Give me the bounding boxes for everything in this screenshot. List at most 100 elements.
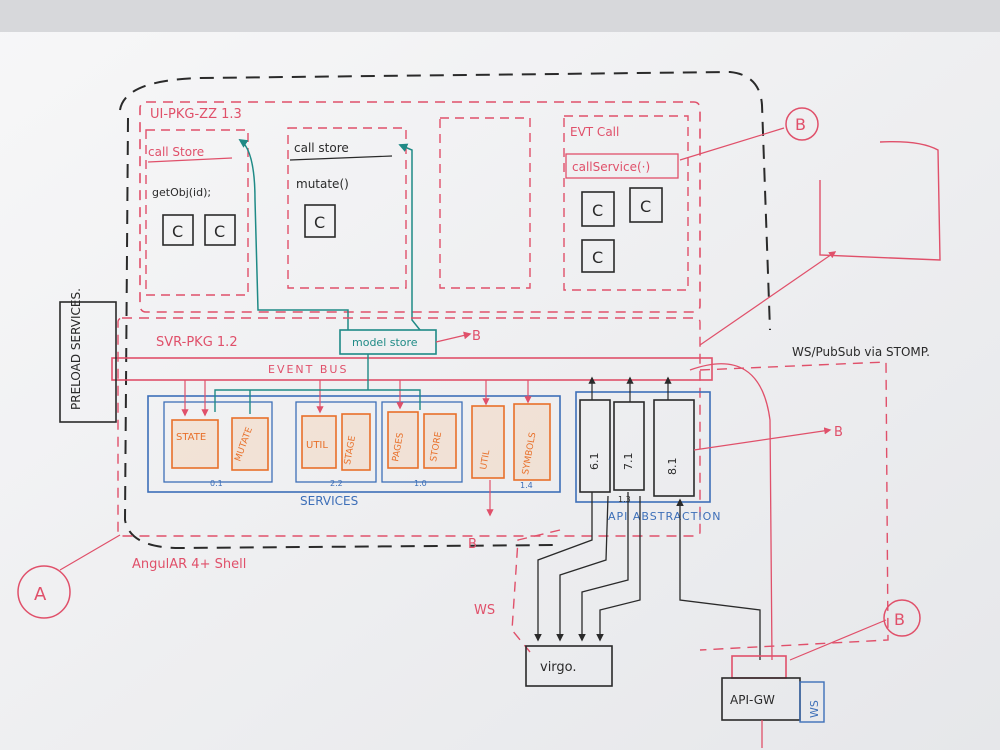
marker-b-circle bbox=[785, 107, 819, 141]
ws-side-box bbox=[799, 681, 825, 723]
ws-link bbox=[689, 363, 773, 661]
service-group-1 bbox=[163, 401, 273, 483]
api-virgo-link bbox=[534, 492, 593, 642]
marker-a-link bbox=[59, 534, 121, 571]
version-label: 1.3 bbox=[618, 495, 631, 504]
api-abstraction-label: API ABSTRACTION bbox=[608, 510, 722, 523]
service-util2-box bbox=[471, 405, 505, 479]
marker-b-small: B bbox=[472, 329, 481, 344]
call-service-label: callService(·) bbox=[572, 160, 650, 174]
angular-shell-label: AngulAR 4+ Shell bbox=[132, 557, 246, 572]
store-link-2 bbox=[398, 143, 421, 331]
component-box bbox=[162, 214, 194, 246]
store-service-links bbox=[214, 354, 421, 414]
service-state-label: STATE bbox=[176, 432, 206, 443]
call-store-label-1: call Store bbox=[148, 145, 204, 159]
version-label: 0.1 bbox=[210, 479, 223, 488]
component-box bbox=[304, 204, 336, 238]
api-gw-label: API-GW bbox=[730, 693, 775, 707]
ws-pubsub-boundary bbox=[699, 361, 889, 651]
component-label: C bbox=[314, 213, 325, 232]
ws-pubsub-label: WS/PubSub via STOMP. bbox=[792, 345, 930, 359]
marker-b-label: B bbox=[894, 610, 905, 629]
services-label: SERVICES bbox=[300, 494, 358, 508]
services-container bbox=[147, 395, 561, 493]
marker-b-circle bbox=[883, 599, 921, 637]
api-virgo-link bbox=[556, 495, 609, 642]
preload-services-label: PRELOAD SERVICES. bbox=[69, 288, 83, 410]
api-module-box bbox=[579, 399, 611, 493]
service-util2-label: UTIL bbox=[479, 449, 492, 470]
api-module-box bbox=[653, 399, 695, 497]
ui-pkg-boundary bbox=[139, 101, 701, 313]
model-store-b-link bbox=[435, 331, 472, 343]
version-label: 2.2 bbox=[330, 479, 343, 488]
service-state-box bbox=[171, 419, 219, 469]
ui-pkg-label: UI-PKG-ZZ 1.3 bbox=[150, 107, 242, 122]
svr-pkg-label: SVR-PKG 1.2 bbox=[156, 335, 238, 350]
api-gateway-link bbox=[676, 498, 761, 660]
ws-left-label: WS bbox=[474, 603, 495, 618]
ui-module-4 bbox=[563, 115, 689, 291]
marker-b-label: B bbox=[795, 115, 806, 134]
service-pages-box bbox=[387, 411, 419, 469]
virgo-label: virgo. bbox=[540, 660, 577, 675]
ui-module-3 bbox=[439, 117, 531, 289]
component-box bbox=[581, 239, 615, 273]
api-virgo-links bbox=[534, 492, 761, 660]
api-virgo-link bbox=[578, 492, 629, 642]
api-virgo-link bbox=[596, 496, 641, 642]
component-box bbox=[581, 191, 615, 227]
service-symbols-box bbox=[513, 403, 551, 481]
component-box bbox=[629, 187, 663, 223]
call-store-underline-2 bbox=[289, 155, 393, 161]
ws-region-boundary bbox=[511, 529, 561, 653]
virgo-box bbox=[525, 645, 613, 687]
board-top-edge bbox=[0, 0, 1000, 32]
client-link bbox=[699, 251, 837, 346]
marker-b-small: B bbox=[468, 537, 477, 552]
service-store-box bbox=[423, 413, 457, 469]
service-group-2 bbox=[295, 401, 377, 483]
marker-b-small: B bbox=[834, 425, 843, 440]
bus-service-links bbox=[181, 380, 532, 417]
call-store-underline-1 bbox=[147, 157, 233, 163]
ui-module-2 bbox=[287, 127, 407, 289]
call-store-label-2: call store bbox=[294, 141, 349, 155]
component-label: C bbox=[214, 222, 225, 241]
service-group-3 bbox=[381, 401, 463, 483]
version-label: 1.0 bbox=[414, 479, 427, 488]
service-stage-box bbox=[341, 413, 371, 471]
model-store-label: model store bbox=[352, 336, 418, 349]
marker-b-link-top bbox=[679, 127, 785, 161]
angular-shell-boundary bbox=[119, 70, 771, 550]
service-util-box bbox=[301, 415, 337, 469]
marker-a-label: A bbox=[34, 584, 47, 605]
component-label: C bbox=[592, 248, 603, 267]
event-bus-label: EVENT BUS bbox=[268, 363, 348, 376]
preload-services-box bbox=[59, 301, 117, 423]
ui-module-1 bbox=[145, 129, 249, 296]
api-b-link bbox=[693, 427, 832, 451]
store-link-1 bbox=[238, 138, 349, 330]
get-obj-label: getObj(id); bbox=[152, 186, 211, 199]
component-label: C bbox=[172, 222, 183, 241]
api-module-label: 6.1 bbox=[588, 453, 601, 471]
svr-pkg-boundary bbox=[117, 317, 701, 537]
call-service-box bbox=[565, 153, 679, 179]
marker-a-circle bbox=[17, 565, 71, 619]
component-box bbox=[204, 214, 236, 246]
mutate-label: mutate() bbox=[296, 177, 349, 191]
service-mutate-box bbox=[231, 417, 269, 471]
ws-side-label: WS bbox=[808, 700, 821, 718]
client-screen-sketch bbox=[819, 140, 941, 261]
component-label: C bbox=[592, 201, 603, 220]
component-label: C bbox=[640, 197, 651, 216]
api-module-box bbox=[613, 401, 645, 491]
version-label: 1.4 bbox=[520, 481, 533, 490]
api-abstraction-box bbox=[575, 391, 711, 503]
marker-b-link-bottom bbox=[789, 619, 887, 661]
api-module-label: 7.1 bbox=[622, 453, 635, 471]
